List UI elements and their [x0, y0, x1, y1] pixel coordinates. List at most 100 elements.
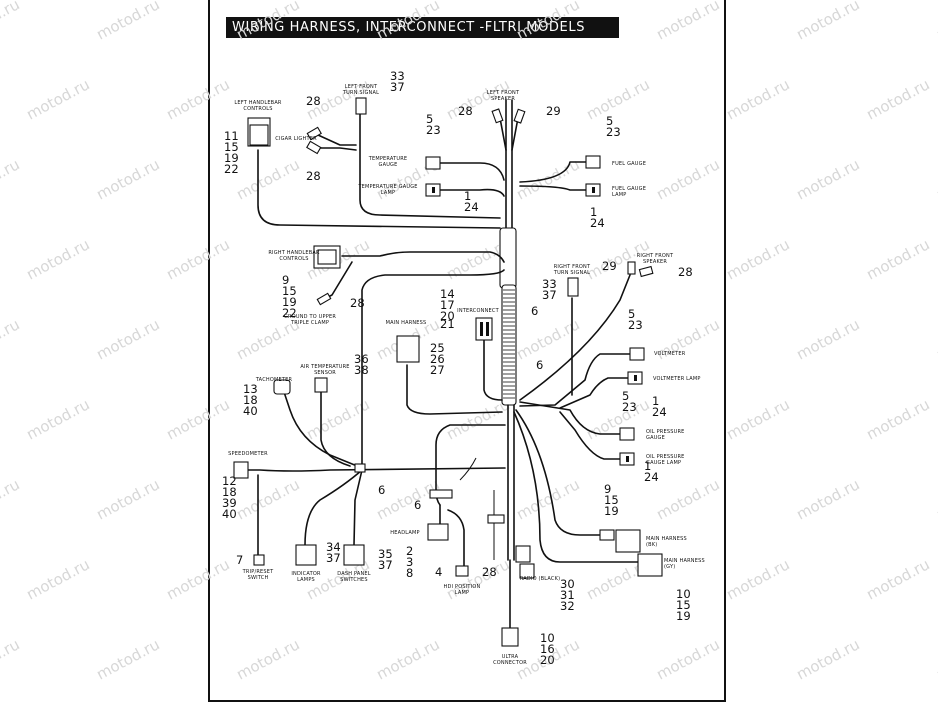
lhc-wire [257, 149, 501, 229]
tg-wire [439, 162, 505, 181]
callout-line: 40 [222, 507, 237, 521]
callout-line: 31 [560, 588, 575, 602]
callout-line: 1 [652, 394, 659, 408]
callout-line: 11 [224, 129, 239, 143]
opgl-pin [626, 456, 629, 462]
callout-line: 25 [430, 341, 445, 355]
callout-line: 38 [354, 363, 369, 377]
callout-line: 23 [606, 125, 621, 139]
callout-line: 23 [628, 318, 643, 332]
watermark-text: motod.ru [723, 75, 792, 123]
watermark-text: motod.ru [793, 315, 862, 363]
callout-six-mid: 6 [536, 358, 543, 372]
callout-line: 35 [378, 547, 393, 561]
callout-line: 28 [306, 169, 321, 183]
cigar-wire-top [317, 134, 357, 146]
watermark-text: motod.ru [23, 235, 92, 283]
hl-pigtail [459, 457, 477, 481]
main-harness-connector-icon [396, 335, 420, 363]
callout-line: 1 [464, 189, 471, 203]
components [233, 97, 663, 647]
speaker-terminal-icon [491, 108, 504, 124]
callout-line: 10 [540, 631, 555, 645]
watermark-text: motod.ru [793, 155, 862, 203]
watermark-text: motod.ru [723, 555, 792, 603]
ic-wire [483, 339, 503, 401]
watermark-text: motod.ru [233, 155, 302, 203]
dps-wire [353, 469, 363, 546]
radio-label: RADIO (BLACK) [520, 576, 560, 582]
callout-line: 23 [622, 400, 637, 414]
watermark-text: motod.ru [863, 75, 932, 123]
callout-line: 37 [378, 558, 393, 572]
ic-label: INTERCONNECT [457, 308, 499, 314]
watermark-text: motod.ru [933, 0, 938, 44]
watermark-text: motod.ru [373, 0, 442, 44]
speaker-terminal-icon-2 [513, 108, 526, 124]
cigar-wire-bot [317, 147, 357, 151]
callout-line: 19 [676, 609, 691, 623]
indicator-lamps-icon [295, 544, 317, 566]
callout-line: 30 [560, 577, 575, 591]
callout-line: 6 [536, 358, 543, 372]
callout-line: 3 [406, 555, 413, 569]
callout-line: 24 [652, 405, 667, 419]
callout-line: 24 [464, 200, 479, 214]
watermark-text: motod.ru [93, 0, 162, 44]
callout-hdi-left: 4 [435, 565, 442, 579]
callout-line: 12 [222, 474, 237, 488]
callout-line: 39 [222, 496, 237, 510]
convoluted-tube-rings [503, 289, 515, 399]
callout-hdi-right: 28 [482, 565, 497, 579]
mhgy-connector-icon [637, 553, 663, 577]
opg-connector-icon [619, 427, 635, 441]
rfs-terminal-icon [627, 261, 636, 275]
callout-line: 29 [602, 259, 617, 273]
watermark-text: motod.ru [0, 315, 23, 363]
watermark-text: motod.ru [933, 315, 938, 363]
vm-label: VOLTMETER [654, 351, 686, 357]
lfs-wire-left [499, 117, 507, 151]
watermark-text: motod.ru [233, 0, 302, 44]
callout-line: 5 [628, 307, 635, 321]
watermark-text: motod.ru [723, 395, 792, 443]
callout-line: 20 [440, 309, 455, 323]
callout-line: 6 [414, 498, 421, 512]
callout-ic-6: 6 [531, 304, 538, 318]
ats-wire [320, 391, 351, 467]
lhc-connector-body [249, 124, 269, 146]
dash-switches-icon [343, 544, 365, 566]
callout-line: 2 [406, 544, 413, 558]
callout-line: 28 [458, 104, 473, 118]
callout-ic-side: 21 [440, 317, 455, 331]
callout-line: 18 [222, 485, 237, 499]
callout-line: 18 [243, 393, 258, 407]
watermark-text: motod.ru [23, 555, 92, 603]
cigar-lighter-label: CIGAR LIGHTER [275, 136, 317, 142]
rhc-wire [341, 251, 505, 263]
cigar-plug-icon-2 [306, 140, 322, 155]
callout-line: 5 [606, 114, 613, 128]
callout-line: 19 [604, 504, 619, 518]
vml-wire [559, 377, 629, 409]
